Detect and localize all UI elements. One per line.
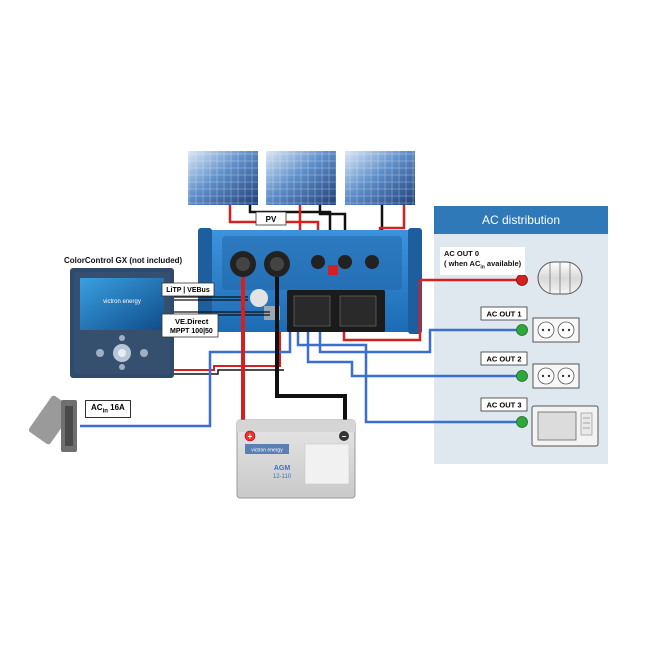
vedirect-label-line1: VE.Direct xyxy=(175,317,209,326)
ac-out0-line2-prefix: ( when AC xyxy=(444,259,481,268)
inverter-icon xyxy=(198,228,422,334)
ac-in-suffix: 16A xyxy=(107,403,125,412)
ac-distribution-title: AC distribution xyxy=(434,206,608,234)
pv-label-box xyxy=(255,211,287,226)
socket-icon xyxy=(532,317,580,343)
ac-out3-label: AC OUT 3 xyxy=(486,401,521,410)
socket-icon xyxy=(532,363,580,389)
colorcontrol-label: ColorControl GX (not included) xyxy=(64,256,183,265)
ac-out1-node xyxy=(516,324,528,336)
ac-out0-label: AC OUT 0 ( when ACin available) xyxy=(440,247,526,275)
ac-out0-node xyxy=(516,274,528,286)
battery-type-text: AGM xyxy=(274,465,291,472)
litp-vebus-label: LiTP | VEBus xyxy=(166,287,210,294)
battery-icon: + − victron energy AGM 12-110 xyxy=(236,419,356,499)
ac-out1-box xyxy=(480,306,528,321)
ac-out2-label: AC OUT 2 xyxy=(486,355,521,364)
gx-brand-text: victron energy xyxy=(103,299,141,305)
litp-vebus-box xyxy=(161,282,215,297)
microwave-icon xyxy=(531,405,599,447)
svg-text:+: + xyxy=(248,432,253,441)
solar-panel-icon xyxy=(266,151,336,205)
ac-in-prefix: AC xyxy=(91,403,103,412)
ac-out0-line2: ( when ACin available) xyxy=(444,259,521,273)
ac-out2-node xyxy=(516,370,528,382)
pv-label: PV xyxy=(266,215,277,224)
ac-in-sub: in xyxy=(102,408,108,415)
ac-out1-label: AC OUT 1 xyxy=(486,310,521,319)
vedirect-box xyxy=(161,313,219,338)
svg-text:−: − xyxy=(342,432,347,441)
heater-icon xyxy=(537,261,583,295)
ac-out0-line2-sub: in xyxy=(480,264,485,271)
ac-out0-line1: AC OUT 0 xyxy=(444,249,480,258)
ac-out-wires xyxy=(296,278,522,424)
vedirect-label-line2: MPPT 100|50 xyxy=(170,328,213,335)
ac-in-label: ACin 16A xyxy=(85,400,131,418)
battery-negative-cable xyxy=(275,277,347,420)
gx-power-red-wire xyxy=(174,332,281,371)
gx-display-icon: victron energy xyxy=(70,268,174,378)
solar-panel-icon xyxy=(188,151,258,205)
ac-out3-box xyxy=(480,397,528,412)
plug-icon xyxy=(28,395,77,452)
ac-in-blue-wire xyxy=(80,332,292,428)
ac-out0-line2-suffix: available) xyxy=(484,259,522,268)
battery-brand-text: victron energy xyxy=(251,448,283,454)
solar-panel-icon xyxy=(345,151,415,205)
ac-out3-node xyxy=(516,416,528,428)
ac-out2-box xyxy=(480,351,528,366)
gx-power-black-wire xyxy=(174,369,284,375)
battery-model-text: 12-110 xyxy=(273,474,292,480)
